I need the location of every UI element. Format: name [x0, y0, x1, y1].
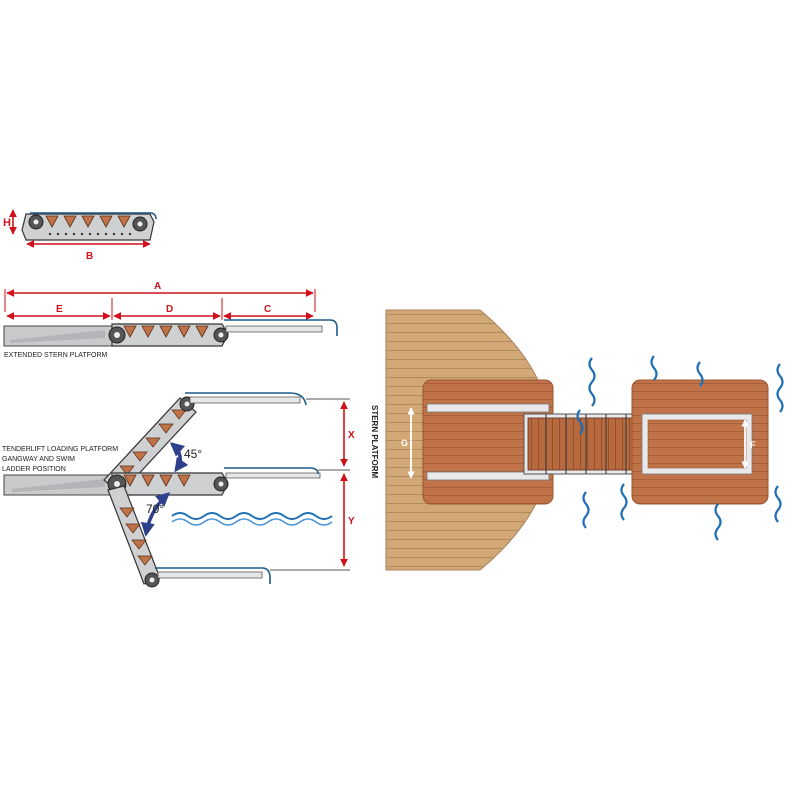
lower-arm — [107, 485, 161, 585]
level-ladder-steps — [123, 474, 191, 487]
dim-h-label: H — [3, 217, 11, 229]
extended-steps — [123, 325, 209, 338]
angle-45-label: 45° — [184, 447, 202, 461]
gangway-crossbars — [545, 414, 627, 474]
extended-caption: EXTENDED STERN PLATFORM — [4, 352, 107, 359]
dim-f-label: F — [750, 440, 756, 450]
lower-rail — [155, 567, 271, 584]
extended-rail — [224, 319, 338, 336]
angle-70-arrow — [140, 492, 171, 537]
lower-arm-steps — [119, 507, 153, 566]
tenderlift-caption-line-2: GANGWAY AND SWIM — [2, 456, 75, 463]
dim-e-label: E — [56, 304, 63, 315]
retracted-steps — [45, 215, 131, 228]
level-rail — [224, 467, 319, 475]
upper-gangway-plate — [189, 396, 301, 404]
upper-arm-steps — [119, 409, 187, 476]
left-platform-rail-bottom — [426, 471, 550, 481]
dim-b-label: B — [86, 251, 93, 262]
retracted-rail — [30, 212, 157, 220]
dim-x-label: X — [348, 430, 355, 441]
dim-d-label: D — [166, 304, 173, 315]
extended-gangway-plate — [225, 325, 323, 333]
retracted-rivets — [48, 232, 132, 236]
tenderlift-caption-line-3: LADDER POSITION — [2, 466, 66, 473]
dim-a-label: A — [154, 281, 161, 292]
upper-rail — [185, 392, 307, 406]
top-view-water — [576, 355, 784, 541]
angle-45-arrow — [169, 442, 189, 473]
lower-gangway-plate — [157, 571, 263, 579]
dim-y-label: Y — [348, 516, 355, 527]
water-waves — [171, 512, 333, 526]
dim-g-label: G — [401, 438, 408, 448]
dim-c-label: C — [264, 304, 271, 315]
left-platform-rail-top — [426, 403, 550, 413]
angle-70-label: 70° — [146, 502, 164, 516]
tenderlift-position: TENDERLIFT LOADING PLATFORM GANGWAY AND … — [2, 392, 355, 588]
extended-platform: A E D C EXTENDED STERN PLATFORM — [3, 281, 338, 359]
tenderlift-caption-line-1: TENDERLIFT LOADING PLATFORM — [2, 446, 118, 453]
top-view: STERN PLATFORM G F — [370, 309, 784, 571]
stern-platform-label: STERN PLATFORM — [370, 405, 379, 479]
retracted-gangway: H B — [3, 209, 157, 262]
